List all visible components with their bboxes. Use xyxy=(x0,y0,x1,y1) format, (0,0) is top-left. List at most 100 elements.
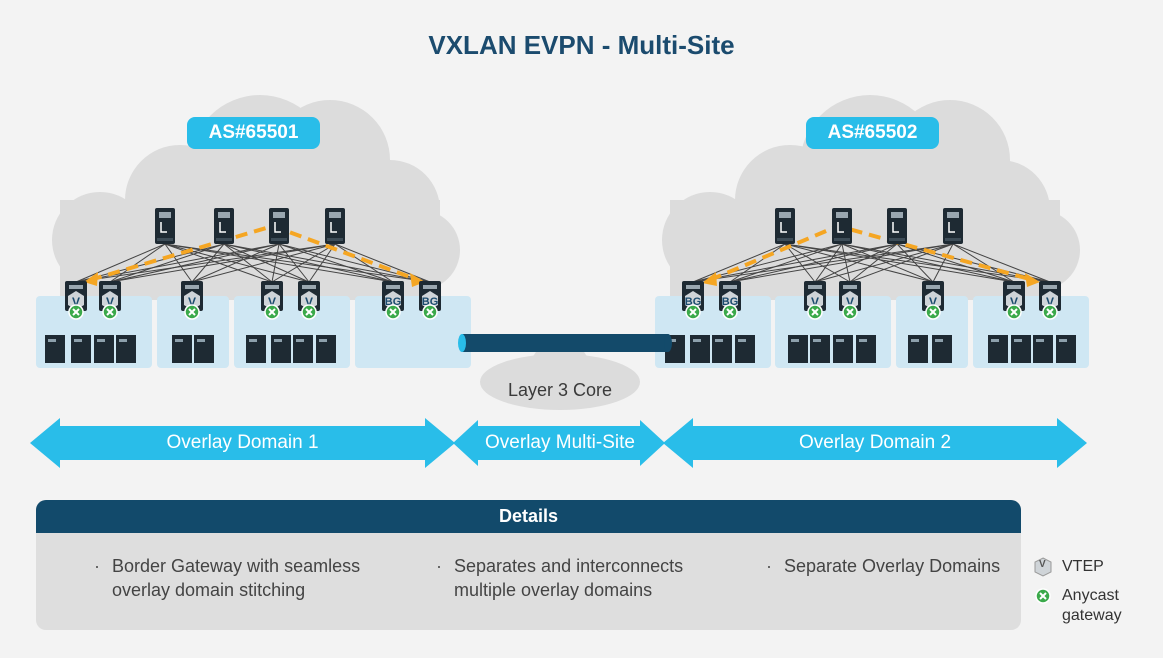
anycast-gateway-icon xyxy=(422,304,438,320)
fabric-link xyxy=(952,243,1015,283)
node-label: V xyxy=(188,295,196,309)
fabric-link xyxy=(729,243,843,283)
anycast-gateway-icon xyxy=(925,304,941,320)
layer3-core-link xyxy=(458,334,672,352)
fabric-link xyxy=(223,243,310,283)
evpn-arrowhead-1b xyxy=(410,273,425,287)
server xyxy=(1011,335,1031,363)
server xyxy=(293,335,313,363)
anycast-gateway-legend-icon xyxy=(1035,588,1051,604)
node-label: BG xyxy=(722,296,739,308)
server xyxy=(712,335,732,363)
node-label: V xyxy=(1010,295,1018,309)
fabric-link xyxy=(75,243,336,283)
details-panel: Details · Border Gateway with seamless o… xyxy=(36,500,1021,630)
anycast-gateway-icon xyxy=(68,304,84,320)
fabric-link xyxy=(952,243,1051,283)
vtep-node: V xyxy=(1039,281,1061,320)
node-label: BG xyxy=(422,296,439,308)
fabric-link xyxy=(271,243,336,283)
vtep-node: V xyxy=(298,281,320,320)
vtep-node: V xyxy=(1003,281,1025,320)
detail-item-1-line2: overlay domain stitching xyxy=(112,580,306,600)
vtep-node: V xyxy=(839,281,861,320)
overlay-domain-2-arrow xyxy=(663,418,1087,468)
server xyxy=(116,335,136,363)
fabric-link xyxy=(223,243,273,283)
vtep-node: V xyxy=(181,281,203,320)
server xyxy=(988,335,1008,363)
bullet: · xyxy=(94,556,100,576)
server xyxy=(690,335,710,363)
fabric-link xyxy=(814,243,898,283)
detail-item-1: · Border Gateway with seamless overlay d… xyxy=(94,554,361,602)
fabric-link xyxy=(164,243,394,283)
node-label: BG xyxy=(385,296,402,308)
anycast-gateway-icon xyxy=(301,304,317,320)
overlay-domain-1-label: Overlay Domain 1 xyxy=(166,432,319,453)
detail-item-1-line1: Border Gateway with seamless xyxy=(112,556,361,576)
vtep-node: V xyxy=(804,281,826,320)
anycast-gateway-icon xyxy=(842,304,858,320)
fabric-link xyxy=(729,243,898,283)
anycast-gateway-icon xyxy=(102,304,118,320)
anycast-gateway-icon xyxy=(807,304,823,320)
legend-gateway-line1: Anycast xyxy=(1062,587,1119,604)
server xyxy=(194,335,214,363)
fabric-link xyxy=(692,243,954,283)
fabric-link xyxy=(932,243,954,283)
legend-gateway-label: Anycast gateway xyxy=(1062,586,1122,626)
fabric-link xyxy=(164,243,273,283)
server xyxy=(172,335,192,363)
fabric-link xyxy=(191,243,336,283)
fabric-link xyxy=(692,243,898,283)
fabric-link xyxy=(271,243,280,283)
fabric-link xyxy=(784,243,934,283)
node-label: V xyxy=(305,295,313,309)
fabric-link xyxy=(278,243,310,283)
node-label: V xyxy=(811,295,819,309)
vtep-node: V xyxy=(922,281,944,320)
fabric-link xyxy=(784,243,816,283)
server xyxy=(1033,335,1053,363)
fabric-link xyxy=(729,243,954,283)
node-label: BG xyxy=(685,296,702,308)
overlay-multisite-label: Overlay Multi-Site xyxy=(485,432,635,453)
server xyxy=(908,335,928,363)
detail-item-2-line1: Separates and interconnects xyxy=(454,556,684,576)
border-gateway-node: BG xyxy=(719,281,741,320)
anycast-gateway-icon xyxy=(184,304,200,320)
overlay-domain-2-label: Overlay Domain 2 xyxy=(798,432,952,453)
vtep-node: V xyxy=(261,281,283,320)
anycast-gateway-icon xyxy=(1042,304,1058,320)
fabric-link xyxy=(692,243,786,283)
server xyxy=(932,335,952,363)
server xyxy=(71,335,91,363)
fabric-link xyxy=(164,243,431,283)
fabric-link xyxy=(223,243,431,283)
fabric-link xyxy=(841,243,851,283)
vtep-legend-icon xyxy=(1034,557,1052,577)
anycast-gateway-icon xyxy=(722,304,738,320)
legend-gateway-line2: gateway xyxy=(1062,607,1122,624)
legend-vtep-label: VTEP xyxy=(1062,558,1104,575)
node-label: V xyxy=(1046,295,1054,309)
border-gateway-node: BG xyxy=(382,281,404,320)
fabric-link xyxy=(75,243,166,283)
detail-item-2-line2: multiple overlay domains xyxy=(454,580,653,600)
server xyxy=(810,335,830,363)
vtep-node: V xyxy=(65,281,87,320)
as-label-site-2: AS#65502 xyxy=(806,117,939,149)
bullet: · xyxy=(436,556,442,576)
server xyxy=(833,335,853,363)
server xyxy=(94,335,114,363)
evpn-arrowhead-2a xyxy=(702,272,717,286)
page-title: VXLAN EVPN - Multi-Site xyxy=(428,30,735,60)
server xyxy=(856,335,876,363)
fabric-link xyxy=(849,243,954,283)
server xyxy=(1056,335,1076,363)
vtep-node: V xyxy=(99,281,121,320)
fabric-link xyxy=(841,243,934,283)
node-label: V xyxy=(846,295,854,309)
